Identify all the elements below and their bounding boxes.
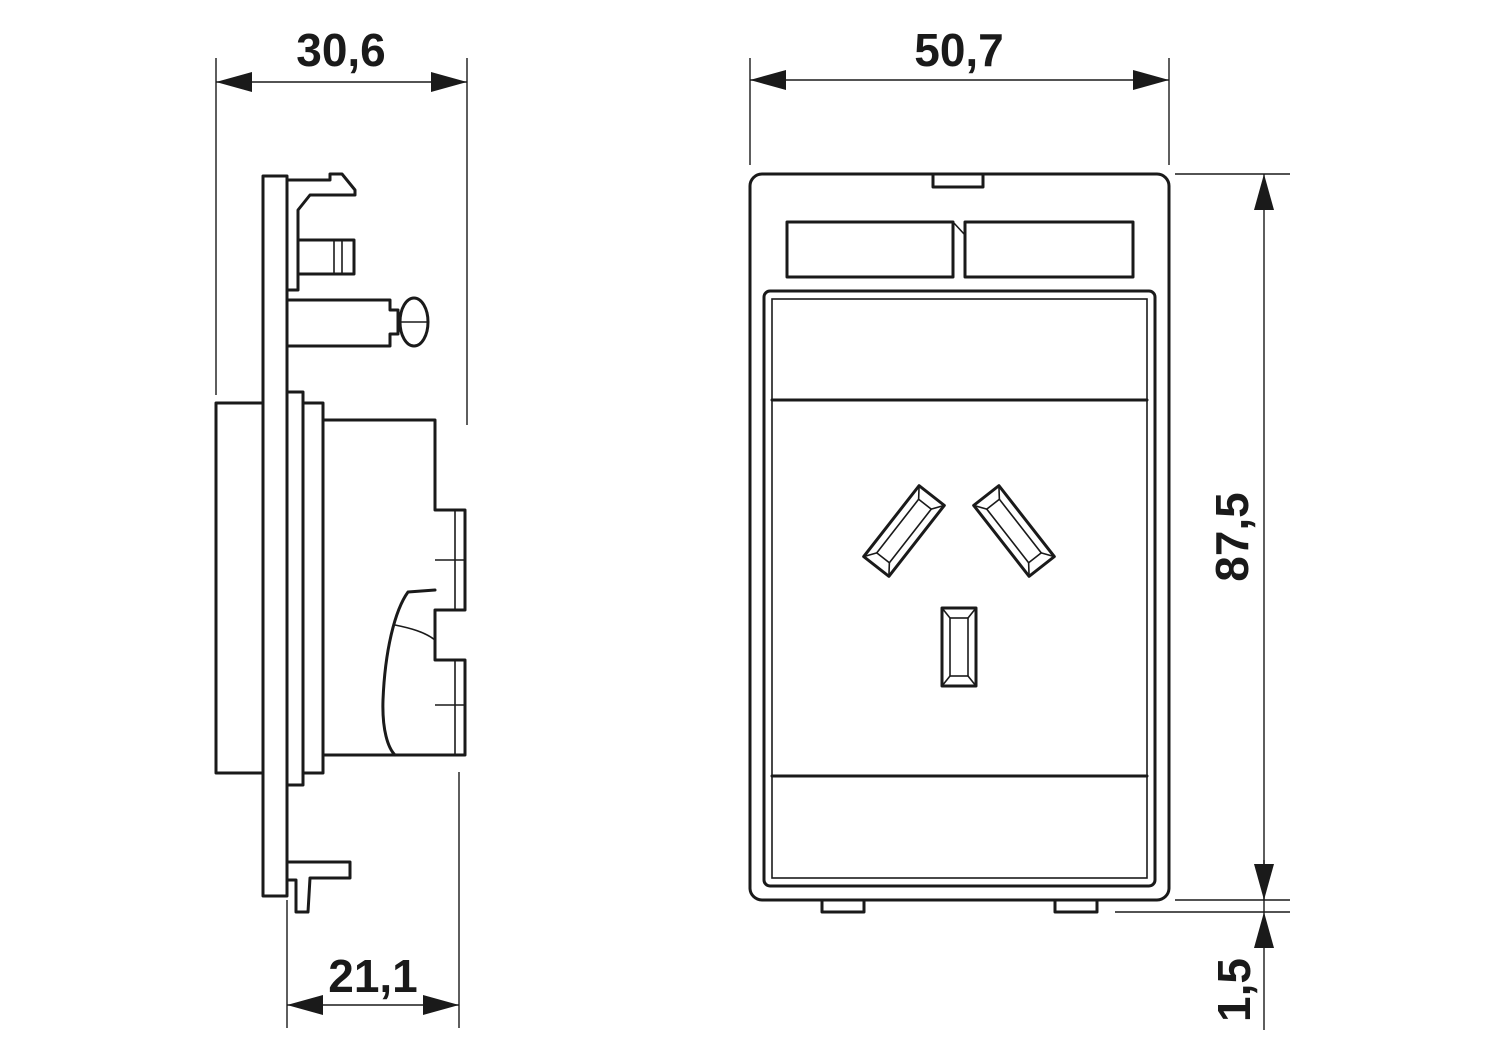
side-frame: [285, 390, 305, 787]
lever-detail: [394, 624, 436, 641]
socket-pin-left-icon: [862, 484, 946, 578]
dimension-bottom-offset: 1,5: [1208, 958, 1260, 1022]
front-insert: [762, 289, 1157, 888]
window-divider: [952, 221, 966, 236]
side-screw-shaft: [285, 298, 400, 348]
arrow-head: [216, 72, 252, 92]
side-bottom-clip: [285, 860, 352, 914]
arrow-head: [431, 72, 467, 92]
arrow-head: [1254, 912, 1274, 948]
arrow-head: [750, 70, 786, 90]
label-window-right: [963, 220, 1135, 279]
arrow-head: [1133, 70, 1169, 90]
side-view: [214, 58, 468, 1028]
front-view: [748, 58, 1290, 1030]
side-front-plate: [261, 174, 289, 898]
front-outer-frame: [748, 172, 1171, 902]
side-lever: [381, 588, 437, 757]
dimension-side-depth: 21,1: [328, 950, 418, 1002]
dimension-front-height: 87,5: [1206, 492, 1258, 582]
top-notch: [931, 172, 985, 189]
label-window-left: [785, 220, 955, 279]
socket-pin-right-icon: [972, 484, 1056, 578]
dimension-side-width: 30,6: [296, 24, 386, 76]
side-latch: [296, 238, 356, 276]
arrow-head: [1254, 174, 1274, 210]
socket-pin-earth-icon: [940, 606, 978, 688]
arrow-head: [423, 995, 459, 1015]
bottom-tab-right: [1053, 898, 1099, 914]
front-insert-inner: [771, 298, 1148, 879]
dimension-front-width: 50,7: [914, 24, 1004, 76]
side-bezel: [214, 401, 265, 775]
side-frame-inner: [301, 401, 325, 775]
arrow-head: [287, 995, 323, 1015]
bottom-tab-left: [820, 898, 866, 914]
